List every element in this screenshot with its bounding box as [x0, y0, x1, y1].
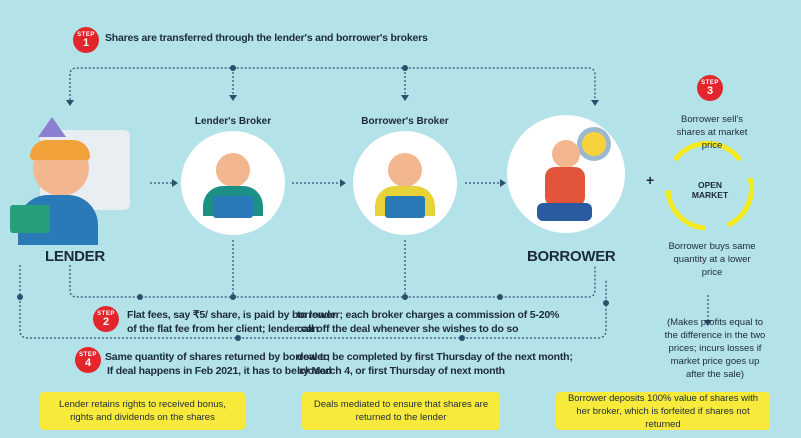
open-market-label: OPEN MARKET: [691, 180, 729, 200]
step-1-text: Shares are transferred through the lende…: [105, 32, 428, 44]
borrower-broker-illustration: [353, 131, 457, 235]
borrower-broker-label: Borrower's Broker: [361, 116, 449, 127]
borrower-deposit-box: Borrower deposits 100% value of shares w…: [556, 392, 770, 430]
borrower-illustration: [507, 115, 625, 233]
step-2-col1-line1: Flat fees, say ₹5/ share, is paid by bor…: [127, 309, 336, 321]
open-market-cycle-arrows: [665, 140, 754, 231]
step-2-col1-line2: of the flat fee from her client; lender …: [127, 323, 319, 335]
deal-mediation-box: Deals mediated to ensure that shares are…: [302, 392, 500, 430]
step-4-col2-line1: deal to be completed by first Thursday o…: [297, 351, 573, 363]
lender-broker-illustration: [181, 131, 285, 235]
step-3-sell-text: Borrower sell's shares at market price: [676, 114, 748, 151]
plus-sign: +: [646, 172, 655, 188]
borrower-label: BORROWER: [527, 248, 616, 265]
step-4-col2-line2: by March 4, or first Thursday of next mo…: [297, 365, 505, 377]
lender-broker-label: Lender's Broker: [194, 116, 272, 127]
step-3-note: (Makes profits equal to the difference i…: [664, 317, 766, 380]
step-3-buy-text: Borrower buys same quantity at a lower p…: [668, 241, 756, 278]
step-2-col2-line2: call off the deal whenever she wishes to…: [297, 323, 519, 335]
lender-rights-box: Lender retains rights to received bonus,…: [40, 392, 245, 430]
step-4-col1-line2: If deal happens in Feb 2021, it has to b…: [107, 365, 332, 377]
step-2-col2-line1: to lender; each broker charges a commiss…: [297, 309, 560, 321]
lender-label: LENDER: [45, 248, 105, 265]
step-4-col1-line1: Same quantity of shares returned by borr…: [105, 351, 330, 363]
